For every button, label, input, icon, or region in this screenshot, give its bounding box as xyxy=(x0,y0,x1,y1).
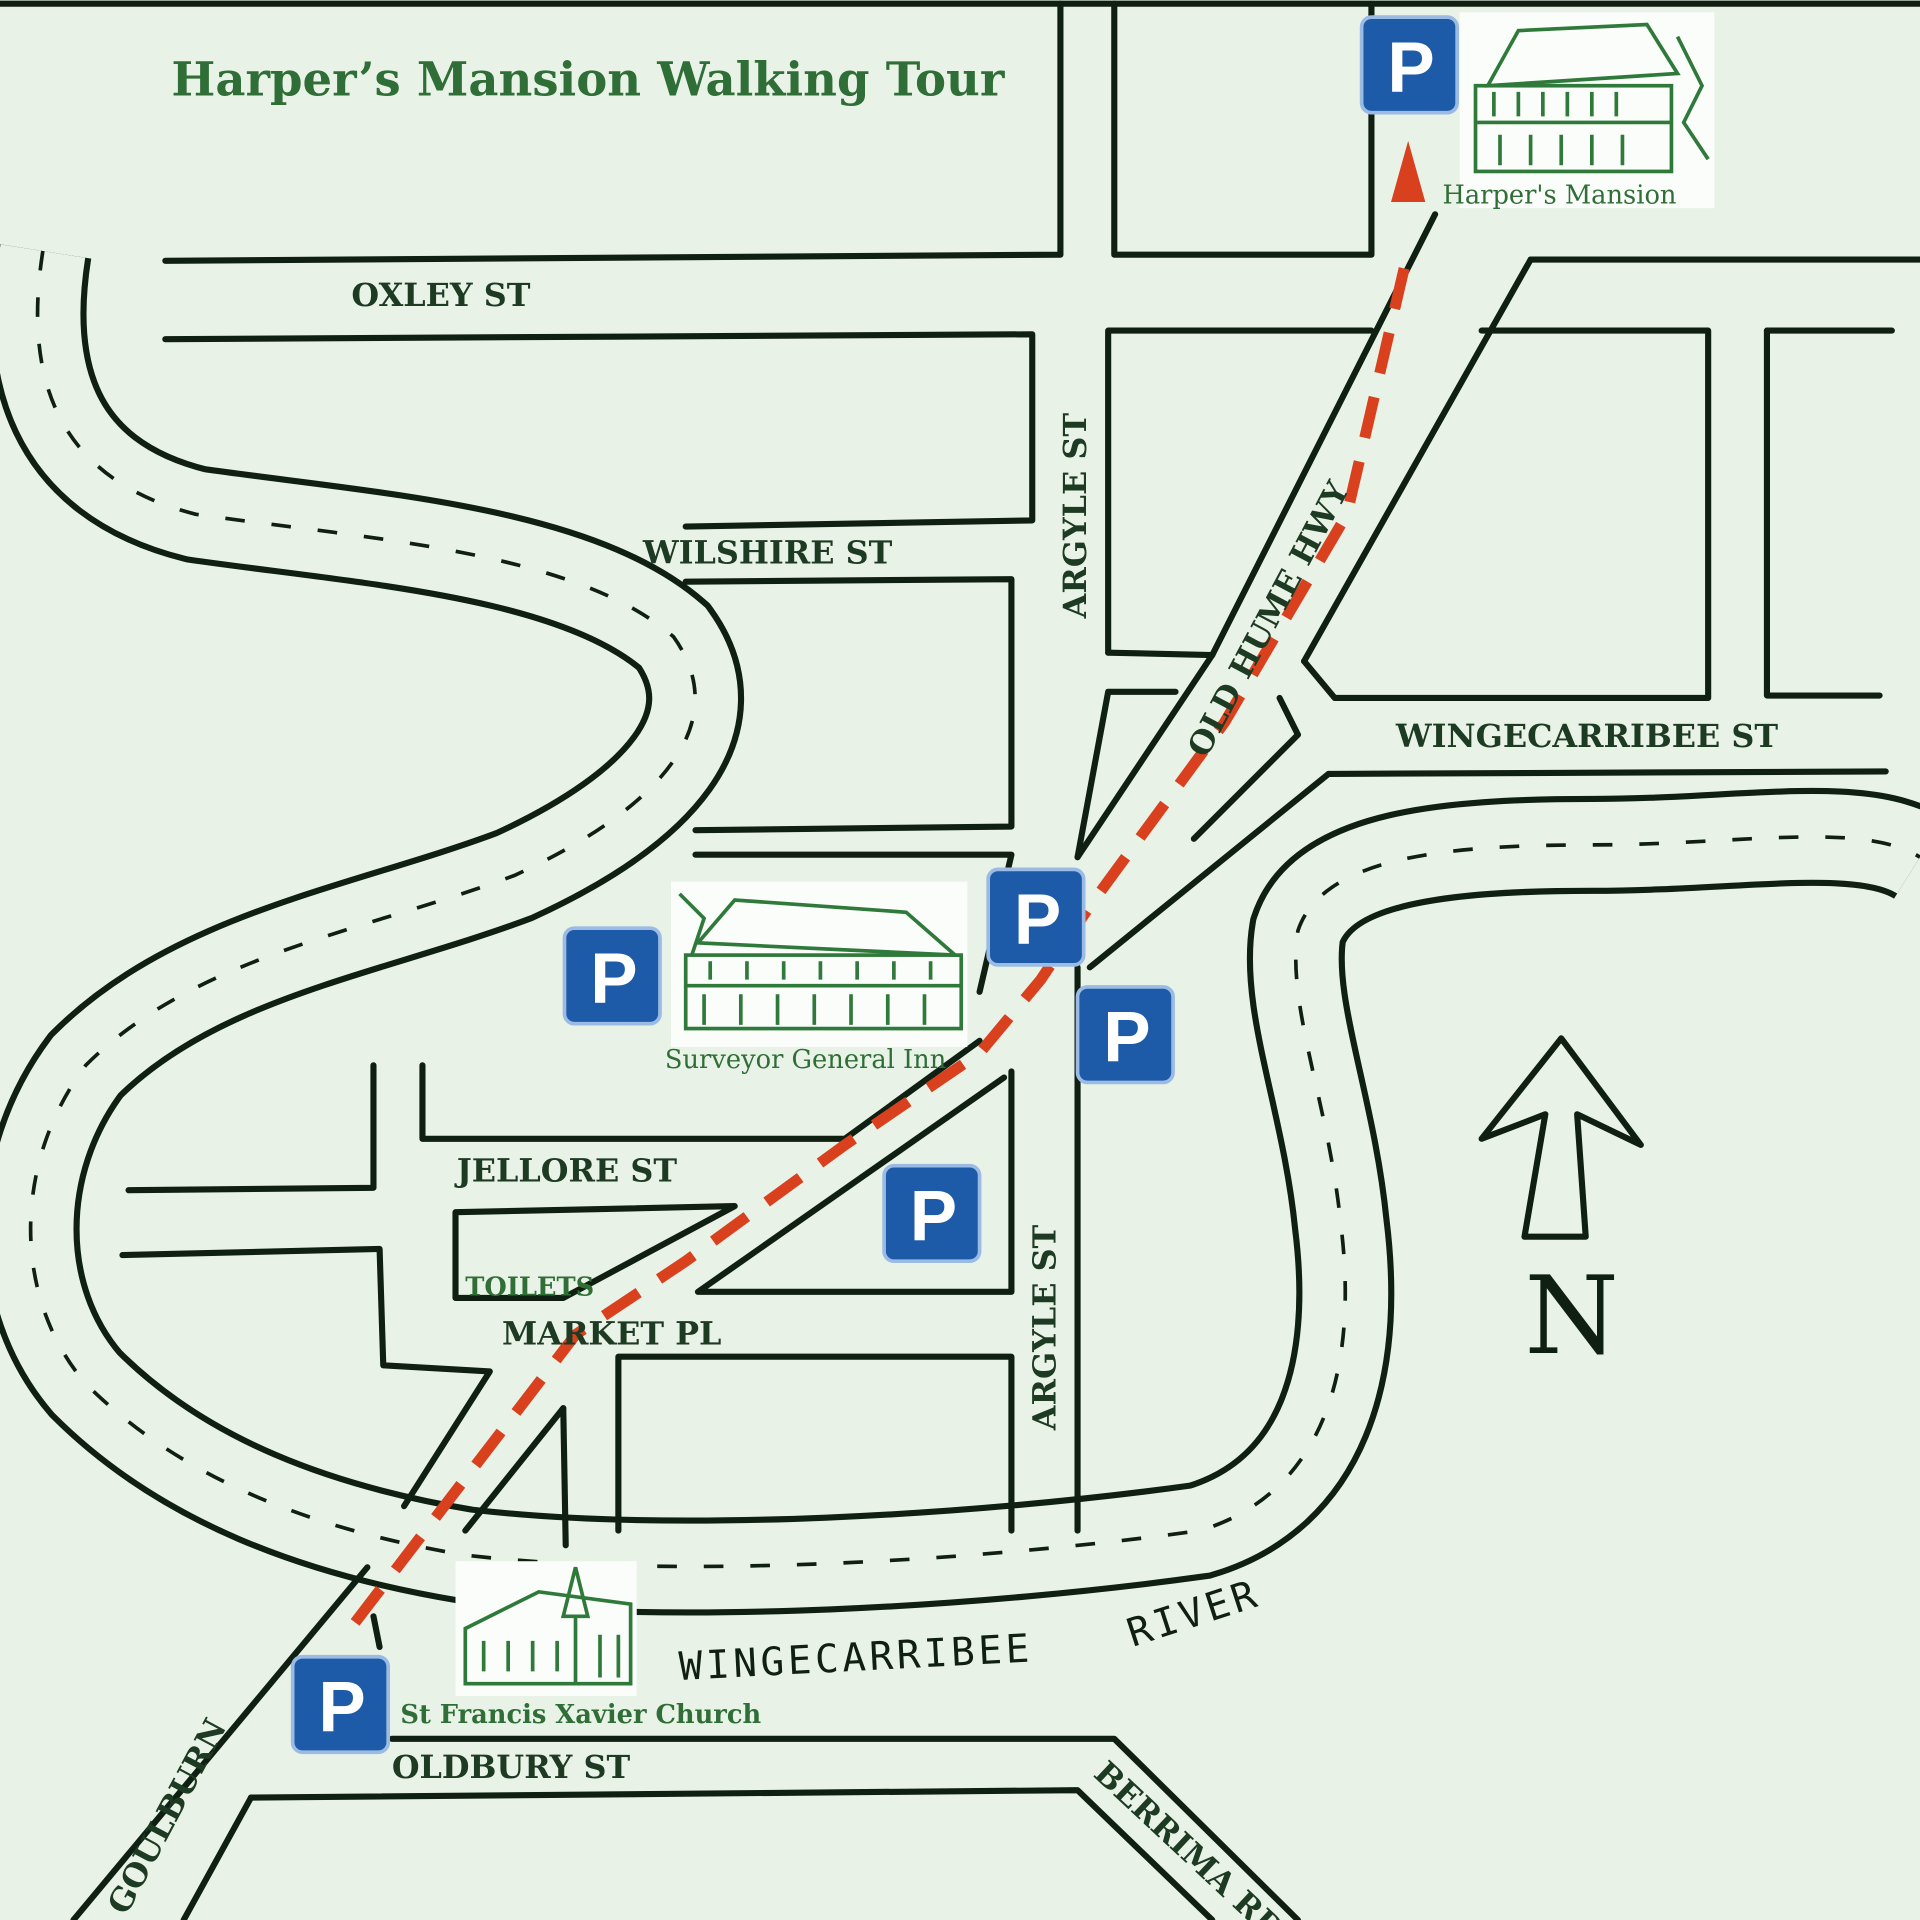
parking-icon xyxy=(1359,15,1459,115)
parking-letter: P xyxy=(590,940,637,1019)
parking-letter: P xyxy=(1103,999,1150,1078)
parking-letter: P xyxy=(1014,881,1061,960)
surveyor-general-inn-caption: Surveyor General Inn xyxy=(665,1045,946,1075)
wingecarribee-river xyxy=(0,244,1920,1616)
parking-sign-church[interactable]: P xyxy=(290,1654,390,1755)
parking-sign-old-hume-north[interactable]: P xyxy=(986,867,1086,967)
inn-sketch-icon xyxy=(678,892,964,1031)
parking-icon xyxy=(882,1163,982,1264)
parking-icon xyxy=(1075,985,1175,1085)
parking-icon xyxy=(290,1654,390,1755)
parking-sign-harpers-mansion[interactable]: P xyxy=(1359,15,1459,115)
parking-sign-surveyor-inn[interactable]: P xyxy=(562,926,662,1026)
route-arrow-icon xyxy=(1391,140,1426,203)
north-arrow: N xyxy=(1478,1035,1644,1379)
street-label-oldbury: OLDBURY ST xyxy=(392,1748,631,1786)
parking-sign-argyle-east[interactable]: P xyxy=(1075,985,1175,1085)
surveyor-general-inn-landmark[interactable]: Surveyor General Inn xyxy=(665,881,968,1075)
north-label: N xyxy=(1524,1254,1618,1379)
north-arrow-icon xyxy=(1478,1035,1644,1240)
street-label-wilshire: WILSHIRE ST xyxy=(642,533,893,571)
street-label-market-pl: MARKET PL xyxy=(502,1314,721,1352)
church-sketch-icon xyxy=(463,1566,633,1686)
parking-letter: P xyxy=(1387,29,1434,108)
parking-letter: P xyxy=(910,1177,957,1256)
harpers-mansion-caption: Harper's Mansion xyxy=(1442,180,1676,210)
road-network xyxy=(70,0,1920,1920)
st-francis-xavier-church-caption: St Francis Xavier Church xyxy=(400,1700,761,1730)
street-label-oxley: OXLEY ST xyxy=(351,276,530,314)
walking-route xyxy=(350,140,1426,1626)
toilets-label: TOILETS xyxy=(465,1273,594,1303)
st-francis-xavier-church-landmark[interactable]: St Francis Xavier Church xyxy=(400,1561,761,1730)
street-label-wingecarribee-st: WINGECARRIBEE ST xyxy=(1395,717,1778,755)
parking-sign-market[interactable]: P xyxy=(882,1163,982,1264)
street-label-argyle-north: ARGYLE ST xyxy=(1056,413,1094,620)
harpers-mansion-landmark[interactable]: Harper's Mansion xyxy=(1442,12,1715,210)
parking-icon xyxy=(562,926,662,1026)
street-label-argyle-south: ARGYLE ST xyxy=(1026,1224,1064,1431)
mansion-sketch-icon xyxy=(1473,22,1710,174)
parking-letter: P xyxy=(318,1668,365,1747)
street-label-jellore: JELLORE ST xyxy=(454,1152,678,1190)
map-title: Harper’s Mansion Walking Tour xyxy=(171,52,1004,107)
parking-icon xyxy=(986,867,1086,967)
